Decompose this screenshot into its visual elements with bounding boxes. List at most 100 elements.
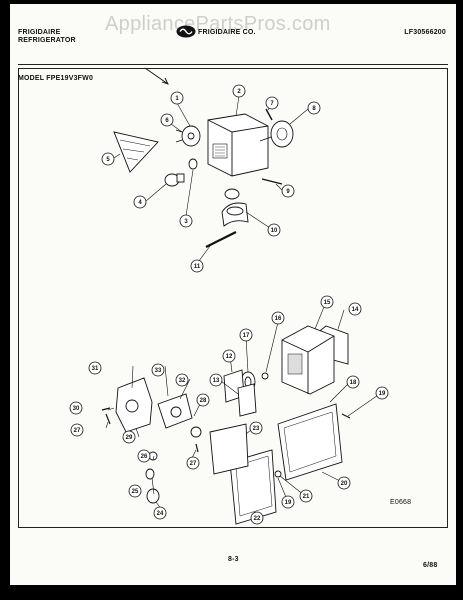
part-cover-20 xyxy=(277,403,343,481)
callout-3: 3 xyxy=(179,214,193,228)
svg-text:13: 13 xyxy=(213,378,220,384)
svg-text:1: 1 xyxy=(175,96,179,102)
svg-text:16: 16 xyxy=(275,316,282,322)
part-motor xyxy=(181,125,201,147)
svg-text:3: 3 xyxy=(184,219,188,225)
callout-18: 18 xyxy=(346,375,360,389)
callout-29: 29 xyxy=(122,430,136,444)
center-header: FRIGIDAIRE CO. xyxy=(198,29,256,36)
callout-5: 5 xyxy=(101,152,115,166)
svg-text:28: 28 xyxy=(200,398,207,404)
part-lamp-24 xyxy=(146,488,160,504)
svg-text:8: 8 xyxy=(312,106,316,112)
svg-text:5: 5 xyxy=(106,157,110,163)
svg-text:24: 24 xyxy=(157,511,164,517)
callout-4: 4 xyxy=(133,195,147,209)
callout-19-right: 19 xyxy=(375,386,389,400)
svg-text:15: 15 xyxy=(324,300,331,306)
callout-13: 13 xyxy=(209,373,223,387)
part-housing xyxy=(207,113,269,177)
svg-text:25: 25 xyxy=(132,489,139,495)
svg-text:7: 7 xyxy=(270,101,274,107)
svg-text:4: 4 xyxy=(138,200,142,206)
callout-1: 1 xyxy=(170,91,184,105)
svg-text:9: 9 xyxy=(286,189,290,195)
svg-text:22: 22 xyxy=(254,516,261,522)
callout-11: 11 xyxy=(190,259,204,273)
svg-text:6: 6 xyxy=(165,118,169,124)
diagram-frame xyxy=(18,68,448,528)
part-screw xyxy=(265,108,273,121)
callout-14: 14 xyxy=(348,302,362,316)
svg-text:11: 11 xyxy=(194,264,201,270)
part-gear-plate xyxy=(157,393,193,429)
svg-text:19: 19 xyxy=(379,391,386,397)
callout-15: 15 xyxy=(320,295,334,309)
callout-28: 28 xyxy=(196,393,210,407)
svg-text:19: 19 xyxy=(285,500,292,506)
svg-text:31: 31 xyxy=(92,366,99,372)
callout-9: 9 xyxy=(281,184,295,198)
frigidaire-logo-icon xyxy=(176,25,196,38)
part-fan xyxy=(270,120,294,148)
callout-30: 30 xyxy=(69,401,83,415)
parts-diagram-sheet: AppliancePartsPros.com FRIGIDAIRE REFRIG… xyxy=(10,4,456,585)
callout-21: 21 xyxy=(299,489,313,503)
svg-text:12: 12 xyxy=(226,354,233,360)
callout-32: 32 xyxy=(175,373,189,387)
revision-date: 6/88 xyxy=(423,562,438,569)
callout-6: 6 xyxy=(160,113,174,127)
callout-labels: 1 2 3 4 5 6 7 8 9 10 11 12 13 14 15 16 1… xyxy=(69,84,389,525)
model-label: MODEL FPE19V3FW0 xyxy=(18,75,94,82)
exploded-parts-drawing: 1 2 3 4 5 6 7 8 9 10 11 12 13 14 15 16 1… xyxy=(69,67,389,525)
part-duct xyxy=(224,188,240,200)
svg-text:21: 21 xyxy=(303,494,310,500)
svg-text:14: 14 xyxy=(352,307,359,313)
page-number: 8-3 xyxy=(228,556,239,563)
callout-31: 31 xyxy=(88,361,102,375)
svg-text:2: 2 xyxy=(237,89,241,95)
svg-text:10: 10 xyxy=(271,228,278,234)
callout-25: 25 xyxy=(128,484,142,498)
callout-20: 20 xyxy=(337,476,351,490)
product-label: REFRIGERATOR xyxy=(18,37,76,44)
callout-24: 24 xyxy=(153,506,167,520)
svg-text:33: 33 xyxy=(155,368,162,374)
model-leader-arrow xyxy=(144,67,169,85)
svg-text:29: 29 xyxy=(126,435,133,441)
brand-label: FRIGIDAIRE xyxy=(18,29,61,36)
svg-text:23: 23 xyxy=(253,426,260,432)
callout-23: 23 xyxy=(249,421,263,435)
callout-16: 16 xyxy=(271,311,285,325)
svg-text:27: 27 xyxy=(190,461,197,467)
callout-7: 7 xyxy=(265,96,279,110)
svg-text:18: 18 xyxy=(350,380,357,386)
callout-27-left: 27 xyxy=(70,423,84,437)
svg-text:26: 26 xyxy=(141,454,148,460)
part-motor-assembly xyxy=(115,377,153,433)
document-number: LF30566200 xyxy=(404,29,446,36)
callout-10: 10 xyxy=(267,223,281,237)
svg-text:30: 30 xyxy=(73,406,80,412)
svg-text:32: 32 xyxy=(179,378,186,384)
callout-2: 2 xyxy=(232,84,246,98)
callout-8: 8 xyxy=(307,101,321,115)
callout-22: 22 xyxy=(250,511,264,525)
part-funnel xyxy=(113,131,159,173)
svg-text:20: 20 xyxy=(341,481,348,487)
part-door-22 xyxy=(229,449,277,525)
part-bezel-23 xyxy=(209,423,249,475)
callout-17: 17 xyxy=(239,328,253,342)
svg-text:17: 17 xyxy=(243,333,250,339)
watermark: AppliancePartsPros.com xyxy=(105,13,331,35)
diagram-code: E0668 xyxy=(390,499,412,506)
callout-12: 12 xyxy=(222,349,236,363)
svg-text:27: 27 xyxy=(74,428,81,434)
callout-27-right: 27 xyxy=(186,456,200,470)
callout-26: 26 xyxy=(137,449,151,463)
part-rod xyxy=(205,231,237,248)
callout-33: 33 xyxy=(151,363,165,377)
header-rule xyxy=(18,64,448,65)
part-block-13 xyxy=(237,383,257,417)
